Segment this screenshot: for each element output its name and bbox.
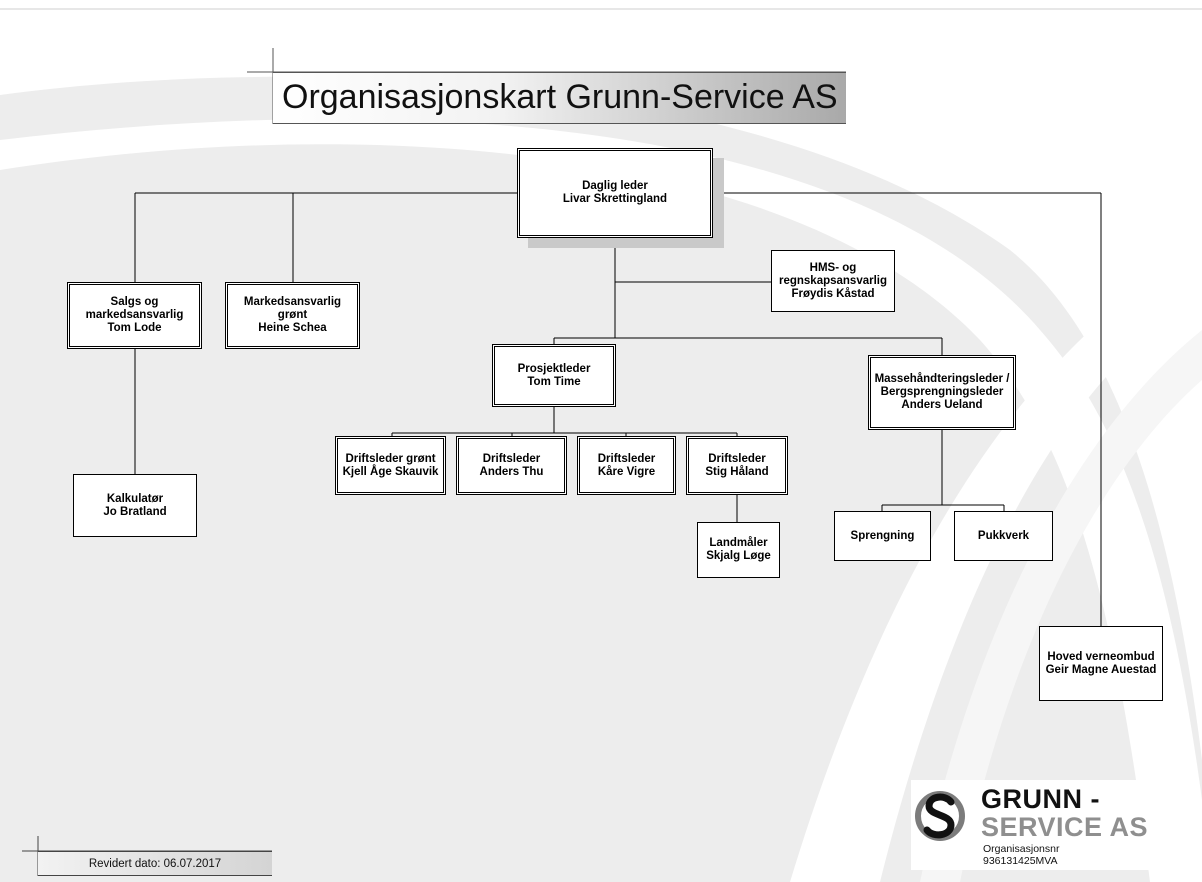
node-line: Livar Skrettingland: [562, 193, 668, 205]
node-drift-stig[interactable]: Driftsleder Stig Håland: [686, 436, 788, 495]
node-kalkulator[interactable]: Kalkulatør Jo Bratland: [73, 474, 197, 537]
node-daglig-leder[interactable]: Daglig leder Livar Skrettingland: [517, 148, 713, 238]
node-line: Kjell Åge Skauvik: [342, 465, 439, 478]
node-line: regnskapsansvarlig: [778, 274, 888, 287]
node-line: Heine Schea: [258, 322, 327, 334]
node-line: Driftsleder: [482, 452, 541, 465]
node-drift-anders[interactable]: Driftsleder Anders Thu: [456, 436, 567, 495]
node-line: Sprengning: [850, 529, 915, 542]
node-line: Kalkulatør: [106, 492, 164, 505]
node-line: Anders Ueland: [901, 399, 983, 411]
node-line: markedsansvarlig: [85, 309, 184, 321]
page-title: Organisasjonskart Grunn-Service AS: [282, 78, 838, 116]
node-line: Anders Thu: [479, 465, 544, 478]
node-drift-gront[interactable]: Driftsleder grønt Kjell Åge Skauvik: [335, 436, 446, 495]
node-drift-kare[interactable]: Driftsleder Kåre Vigre: [577, 436, 676, 495]
node-massehandtering[interactable]: Massehåndteringsleder / Bergsprengningsl…: [868, 355, 1016, 430]
node-line: Salgs og: [110, 296, 159, 308]
node-pukkverk[interactable]: Pukkverk: [954, 511, 1053, 561]
node-marked-gront[interactable]: Markedsansvarlig grønt Heine Schea: [225, 282, 360, 349]
node-line: Pukkverk: [977, 529, 1030, 542]
revised-date: Revidert dato: 06.07.2017: [88, 857, 222, 870]
node-line: Hoved verneombud: [1047, 650, 1155, 663]
node-line: Tom Time: [527, 375, 581, 388]
logo-mark-icon: [915, 791, 965, 841]
company-logo: GRUNN - SERVICE AS Organisasjonsnr 93613…: [911, 780, 1163, 870]
node-line: Skjalg Løge: [706, 550, 771, 562]
title-banner: [273, 72, 846, 124]
node-line: Landmåler: [709, 537, 768, 549]
logo-orgnr-label: Organisasjonsnr: [983, 843, 1060, 855]
node-line: grønt: [277, 309, 308, 321]
node-line: Geir Magne Auestad: [1045, 663, 1157, 676]
node-line: Prosjektleder: [517, 362, 591, 375]
node-line: HMS- og: [809, 261, 857, 274]
node-line: Frøydis Kåstad: [791, 287, 875, 300]
node-line: Tom Lode: [107, 322, 162, 334]
node-line: Driftsleder grønt: [345, 452, 436, 465]
node-hms[interactable]: HMS- og regnskapsansvarlig Frøydis Kåsta…: [771, 250, 895, 312]
node-line: Driftsleder: [597, 452, 656, 465]
node-line: Bergsprengningsleder: [880, 386, 1004, 398]
node-line: Daglig leder: [582, 180, 648, 192]
node-line: Stig Håland: [705, 465, 769, 478]
node-verneombud[interactable]: Hoved verneombud Geir Magne Auestad: [1039, 626, 1163, 701]
logo-text-1: GRUNN -: [981, 784, 1100, 814]
logo-orgnr-value: 936131425MVA: [983, 855, 1058, 867]
node-landmaler[interactable]: Landmåler Skjalg Løge: [697, 522, 780, 578]
node-line: Driftsleder: [708, 452, 766, 465]
node-line: Kåre Vigre: [597, 465, 656, 478]
revised-date-box: Revidert dato: 06.07.2017: [38, 851, 272, 876]
node-line: Markedsansvarlig: [243, 296, 342, 308]
node-prosjektleder[interactable]: Prosjektleder Tom Time: [492, 344, 616, 407]
node-line: Jo Bratland: [103, 505, 167, 518]
node-salg[interactable]: Salgs og markedsansvarlig Tom Lode: [67, 282, 202, 349]
logo-text-2: SERVICE AS: [981, 812, 1149, 842]
node-line: Massehåndteringsleder /: [874, 373, 1010, 385]
node-sprengning[interactable]: Sprengning: [834, 511, 931, 561]
